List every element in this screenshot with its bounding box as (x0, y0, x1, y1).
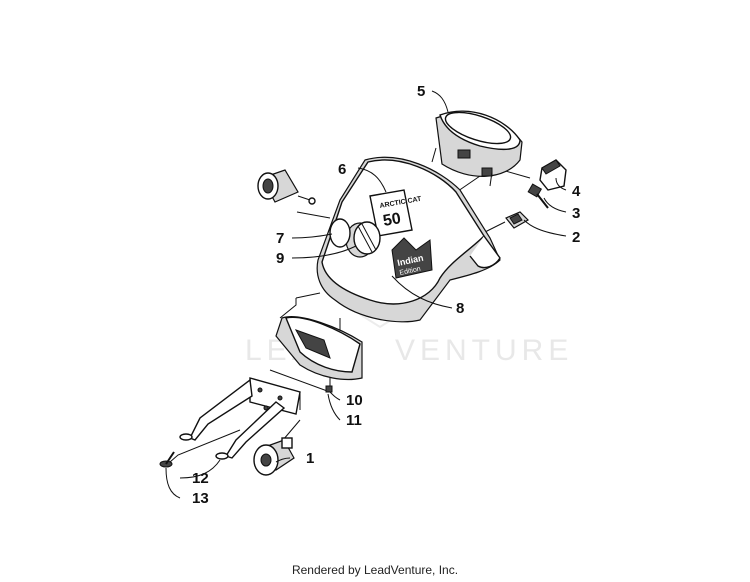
watermark-text-right: VENTURE (395, 334, 573, 367)
callout-1: 1 (306, 450, 314, 467)
speedometer-gauge (431, 110, 523, 187)
callout-11: 11 (346, 412, 362, 429)
decal-line3-text: Edition (399, 266, 421, 277)
ignition-key (527, 183, 549, 209)
push-rivet (159, 451, 175, 468)
callout-10: 10 (346, 392, 363, 409)
power-socket (257, 169, 316, 205)
callout-13: 13 (192, 490, 209, 507)
callout-2: 2 (572, 229, 580, 246)
leader-lines (165, 90, 567, 499)
callout-4: 4 (572, 183, 581, 200)
assembly-lines (169, 167, 531, 463)
callout-12: 12 (192, 470, 209, 487)
footer-credit: Rendered by LeadVenture, Inc. (291, 563, 459, 577)
lower-trim-plate (275, 316, 363, 381)
indicator-housing (539, 159, 567, 191)
callout-3: 3 (572, 205, 580, 222)
rotary-switch (253, 437, 295, 476)
callouts: 5 4 3 2 6 7 9 8 1 10 11 12 13 (192, 83, 581, 507)
console-decal: ARCTIC CAT 50 Indian Edition (369, 189, 433, 279)
bezel-opening (329, 218, 351, 248)
callout-6: 6 (338, 161, 346, 178)
small-nut (325, 385, 333, 393)
callout-9: 9 (276, 250, 284, 267)
callout-7: 7 (276, 230, 284, 247)
callout-8: 8 (456, 300, 464, 317)
mounting-bracket (179, 377, 301, 460)
callout-5: 5 (417, 83, 425, 100)
small-bracket (505, 211, 529, 229)
decal-number-text: 50 (382, 210, 403, 230)
